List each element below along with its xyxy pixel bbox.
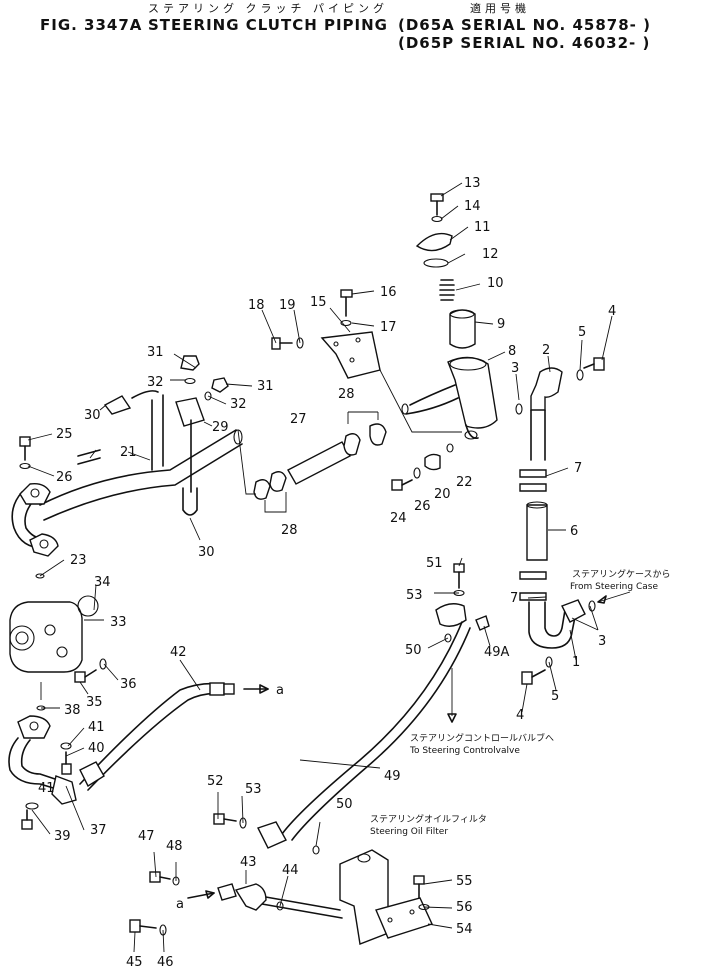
callout-9: 9 bbox=[497, 317, 505, 332]
callout-26-left: 26 bbox=[56, 470, 73, 485]
applicability-label-jp: 適用号機 bbox=[470, 2, 530, 15]
callout-30-upper: 30 bbox=[84, 408, 101, 423]
callout-15: 15 bbox=[310, 295, 327, 310]
callout-22: 22 bbox=[456, 475, 473, 490]
callout-50-upper: 50 bbox=[405, 643, 422, 658]
callout-36: 36 bbox=[120, 677, 137, 692]
callout-41-upper: 41 bbox=[88, 720, 105, 735]
callout-20: 20 bbox=[434, 487, 451, 502]
callout-21: 21 bbox=[120, 445, 137, 460]
callout-43: 43 bbox=[240, 855, 257, 870]
callout-7-lower: 7 bbox=[510, 591, 518, 606]
callout-41-lower: 41 bbox=[38, 781, 55, 796]
callout-39: 39 bbox=[54, 829, 71, 844]
callout-38: 38 bbox=[64, 703, 81, 718]
callout-11: 11 bbox=[474, 220, 491, 235]
callout-24: 24 bbox=[390, 511, 407, 526]
callout-10: 10 bbox=[487, 276, 504, 291]
callout-26-right: 26 bbox=[414, 499, 431, 514]
callout-4-lower: 4 bbox=[516, 708, 524, 723]
callout-54: 54 bbox=[456, 922, 473, 937]
callout-37: 37 bbox=[90, 823, 107, 838]
callout-1: 1 bbox=[572, 655, 580, 670]
callout-3-lower: 3 bbox=[598, 634, 606, 649]
callout-55: 55 bbox=[456, 874, 473, 889]
callout-14: 14 bbox=[464, 199, 481, 214]
callout-2: 2 bbox=[542, 343, 550, 358]
callout-50-lower: 50 bbox=[336, 797, 353, 812]
note-steering-case-en: From Steering Case bbox=[570, 582, 658, 592]
connection-a-lower: a bbox=[176, 897, 184, 912]
callout-23: 23 bbox=[70, 553, 87, 568]
callout-42: 42 bbox=[170, 645, 187, 660]
callout-33: 33 bbox=[110, 615, 127, 630]
middle-hoses bbox=[237, 411, 454, 513]
callout-31-top: 31 bbox=[147, 345, 164, 360]
callout-53-upper: 53 bbox=[406, 588, 423, 603]
leader-lines bbox=[27, 182, 613, 953]
flow-notes: ステアリングケースから From Steering Case ステアリングコント… bbox=[370, 568, 671, 837]
japanese-title: ステアリング クラッチ パイピング bbox=[148, 2, 388, 15]
callout-16: 16 bbox=[380, 285, 397, 300]
callout-32-left: 32 bbox=[147, 375, 164, 390]
callout-44: 44 bbox=[282, 863, 299, 878]
callout-6: 6 bbox=[570, 524, 578, 539]
callout-52: 52 bbox=[207, 774, 224, 789]
callout-31-right: 31 bbox=[257, 379, 274, 394]
callout-45: 45 bbox=[126, 955, 143, 967]
serial-range-d65p: (D65P SERIAL NO. 46032- ) bbox=[398, 34, 651, 52]
callout-4-upper: 4 bbox=[608, 304, 616, 319]
callout-17: 17 bbox=[380, 320, 397, 335]
callout-40: 40 bbox=[88, 741, 105, 756]
callout-28-upper: 28 bbox=[338, 387, 355, 402]
note-oil-filter-jp: ステアリングオイルフィルタ bbox=[370, 813, 487, 825]
callout-49: 49 bbox=[384, 769, 401, 784]
callout-18: 18 bbox=[248, 298, 265, 313]
callout-numbers: 1 2 3 3 4 4 5 5 6 7 7 8 9 10 11 12 13 14… bbox=[38, 176, 616, 967]
callout-53-lower: 53 bbox=[245, 782, 262, 797]
figure-number: FIG. 3347A bbox=[40, 16, 143, 34]
callout-47: 47 bbox=[138, 829, 155, 844]
callout-7-upper: 7 bbox=[574, 461, 582, 476]
callout-8: 8 bbox=[508, 344, 516, 359]
connection-a-upper: a bbox=[276, 683, 284, 698]
callout-29: 29 bbox=[212, 420, 229, 435]
figure-title: STEERING CLUTCH PIPING bbox=[148, 16, 388, 34]
callout-56: 56 bbox=[456, 900, 473, 915]
note-control-valve-jp: ステアリングコントロールバルブへ bbox=[410, 732, 554, 744]
callout-49a: 49A bbox=[484, 645, 510, 660]
callout-51: 51 bbox=[426, 556, 443, 571]
note-control-valve-en: To Steering Controlvalve bbox=[409, 746, 520, 756]
lower-left-pipe bbox=[8, 715, 77, 830]
callout-28-lower: 28 bbox=[281, 523, 298, 538]
hose-42 bbox=[79, 682, 269, 791]
serial-range-d65a: (D65A SERIAL NO. 45878- ) bbox=[398, 16, 651, 34]
callout-32-right: 32 bbox=[230, 397, 247, 412]
callout-48: 48 bbox=[166, 839, 183, 854]
callout-27: 27 bbox=[290, 412, 307, 427]
left-upper-piping bbox=[11, 355, 243, 557]
callout-5-upper: 5 bbox=[578, 325, 586, 340]
note-oil-filter-en: Steering Oil Filter bbox=[370, 827, 448, 837]
callout-34: 34 bbox=[94, 575, 111, 590]
breather-assembly bbox=[271, 193, 498, 440]
oil-filter-assembly bbox=[129, 849, 433, 945]
callout-13b: 13 bbox=[464, 176, 481, 191]
callout-25: 25 bbox=[56, 427, 73, 442]
callout-46: 46 bbox=[157, 955, 174, 967]
pipe-49 bbox=[213, 563, 490, 855]
callout-5-lower: 5 bbox=[551, 689, 559, 704]
callout-19: 19 bbox=[279, 298, 296, 313]
pump-assembly bbox=[9, 573, 107, 711]
callout-3-upper: 3 bbox=[511, 361, 519, 376]
right-piping bbox=[515, 357, 631, 685]
callout-12: 12 bbox=[482, 247, 499, 262]
note-steering-case-jp: ステアリングケースから bbox=[572, 568, 671, 580]
callout-30-lower: 30 bbox=[198, 545, 215, 560]
callout-35: 35 bbox=[86, 695, 103, 710]
